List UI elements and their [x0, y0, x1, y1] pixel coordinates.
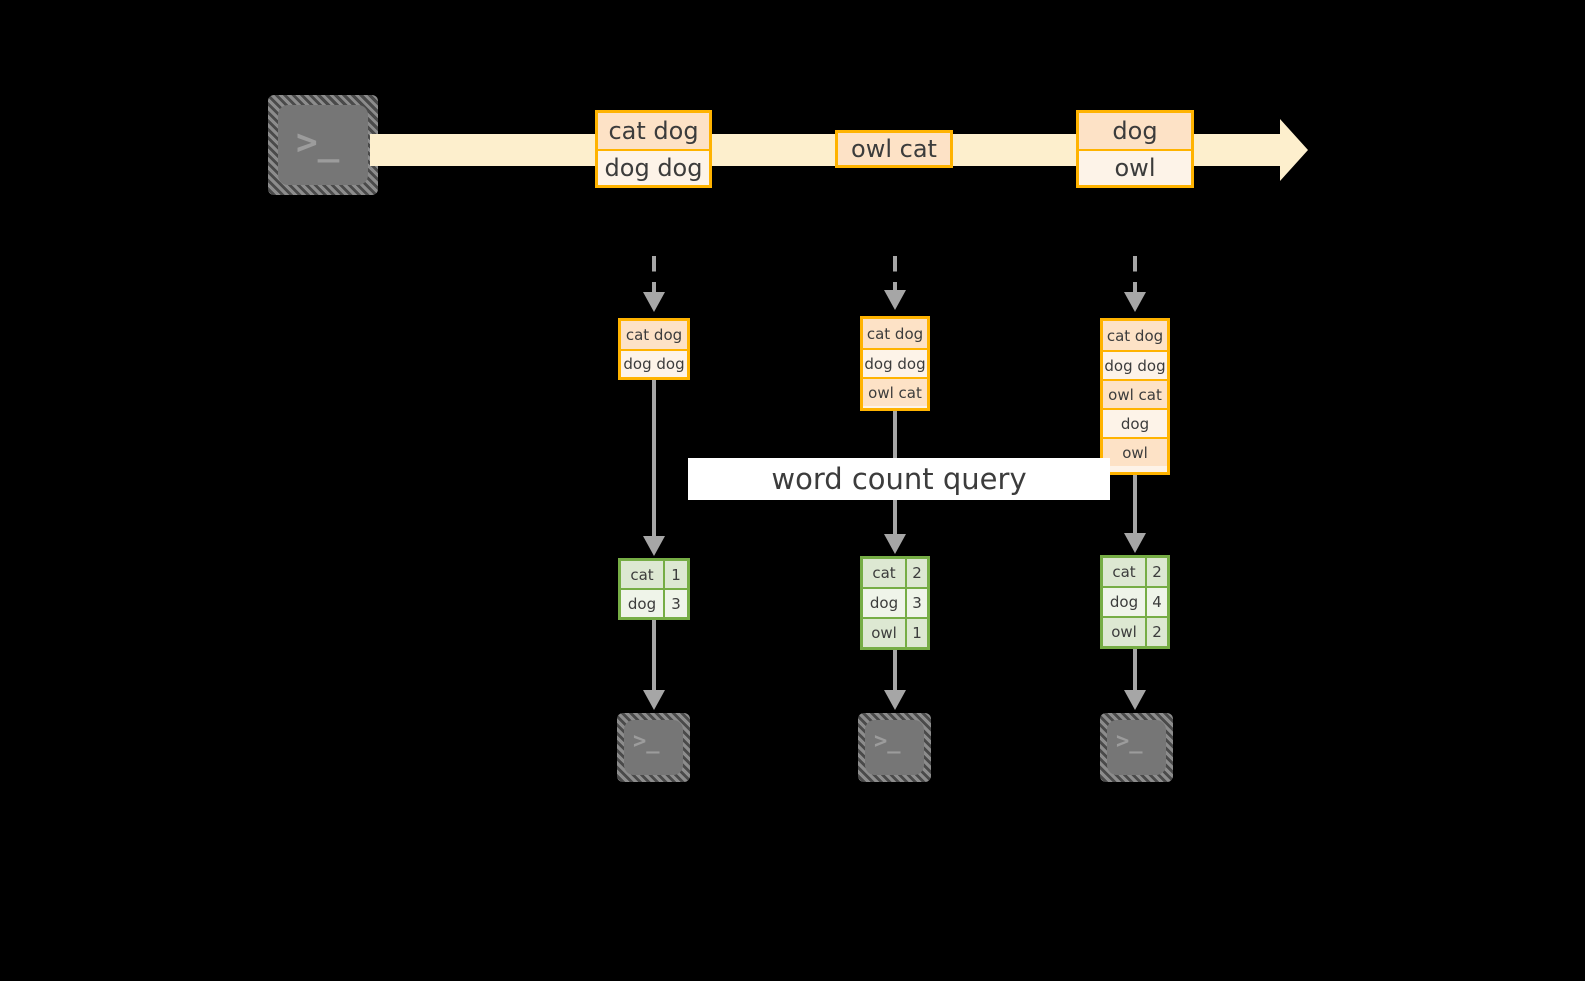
record-line: owl cat [838, 133, 950, 165]
sink-terminal-icon-1: >_ [617, 713, 690, 782]
table-cell-word: owl [863, 619, 905, 647]
snapshot-to-result-connector-3 [1133, 475, 1137, 537]
table-cell-word: dog [1103, 588, 1145, 616]
sink-terminal-icon-2: >_ [858, 713, 931, 782]
snapshot-to-result-connector-1 [652, 380, 656, 538]
result-table-3: cat 2 dog 4 owl 2 [1100, 555, 1170, 649]
snapshot-line: dog dog [863, 348, 927, 377]
snapshot-line: cat dog [1103, 321, 1167, 350]
table-cell-count: 1 [663, 561, 687, 588]
table-row: dog 3 [621, 588, 687, 617]
table-row: cat 2 [863, 559, 927, 587]
snapshot-line: owl cat [1103, 379, 1167, 408]
result-to-sink-arrowhead-2 [884, 690, 906, 710]
record-line: cat dog [598, 113, 709, 149]
sink-terminal-icon-3: >_ [1100, 713, 1173, 782]
stream-to-snapshot-arrowhead-2 [884, 290, 906, 310]
result-to-sink-connector-1 [652, 620, 656, 692]
snapshot-line: dog [1103, 408, 1167, 437]
stream-arrowhead-icon [1280, 119, 1308, 181]
result-table-1: cat 1 dog 3 [618, 558, 690, 620]
stream-to-snapshot-connector-3 [1133, 256, 1137, 294]
stream-to-snapshot-arrowhead-3 [1124, 292, 1146, 312]
snapshot-box-2: cat dog dog dog owl cat [860, 316, 930, 411]
table-row: dog 4 [1103, 586, 1167, 616]
table-row: dog 3 [863, 587, 927, 617]
stream-record-group-2: owl cat [835, 130, 953, 168]
record-line: dog dog [598, 149, 709, 185]
terminal-prompt-glyph: >_ [633, 729, 660, 754]
stream-to-snapshot-connector-1 [652, 256, 656, 294]
table-cell-count: 3 [905, 589, 927, 617]
stream-to-snapshot-arrowhead-1 [643, 292, 665, 312]
result-to-sink-arrowhead-1 [643, 690, 665, 710]
terminal-body [278, 105, 368, 185]
result-to-sink-connector-2 [893, 650, 897, 692]
table-cell-word: cat [863, 559, 905, 587]
table-cell-word: dog [863, 589, 905, 617]
snapshot-line: cat dog [863, 319, 927, 348]
terminal-prompt-glyph: >_ [1116, 729, 1143, 754]
snapshot-line: owl [1103, 437, 1167, 466]
snapshot-box-3: cat dog dog dog owl cat dog owl [1100, 318, 1170, 475]
snapshot-line: dog dog [621, 349, 687, 377]
snapshot-to-result-arrowhead-1 [643, 536, 665, 556]
snapshot-to-result-arrowhead-3 [1124, 533, 1146, 553]
table-cell-count: 2 [905, 559, 927, 587]
table-row: owl 2 [1103, 616, 1167, 646]
record-line: dog [1079, 113, 1191, 149]
query-label-band: word count query [688, 458, 1110, 500]
terminal-prompt-glyph: >_ [874, 729, 901, 754]
stream-to-snapshot-connector-2 [893, 256, 897, 294]
terminal-body [865, 720, 924, 775]
terminal-body [624, 720, 683, 775]
snapshot-line: dog dog [1103, 350, 1167, 379]
table-cell-count: 2 [1145, 618, 1167, 646]
result-to-sink-arrowhead-3 [1124, 690, 1146, 710]
terminal-prompt-glyph: >_ [296, 122, 340, 163]
snapshot-box-1: cat dog dog dog [618, 318, 690, 380]
source-terminal-icon: >_ [268, 95, 378, 195]
table-row: cat 2 [1103, 558, 1167, 586]
table-cell-count: 2 [1145, 558, 1167, 586]
record-line: owl [1079, 149, 1191, 185]
stream-record-group-1: cat dog dog dog [595, 110, 712, 188]
snapshot-to-result-arrowhead-2 [884, 534, 906, 554]
result-to-sink-connector-3 [1133, 649, 1137, 692]
table-row: cat 1 [621, 561, 687, 588]
table-cell-word: cat [621, 561, 663, 588]
table-row: owl 1 [863, 617, 927, 647]
table-cell-word: cat [1103, 558, 1145, 586]
terminal-body [1107, 720, 1166, 775]
table-cell-count: 4 [1145, 588, 1167, 616]
table-cell-word: dog [621, 590, 663, 617]
table-cell-count: 1 [905, 619, 927, 647]
stream-record-group-3: dog owl [1076, 110, 1194, 188]
table-cell-word: owl [1103, 618, 1145, 646]
table-cell-count: 3 [663, 590, 687, 617]
snapshot-line: cat dog [621, 321, 687, 349]
result-table-2: cat 2 dog 3 owl 1 [860, 556, 930, 650]
snapshot-line: owl cat [863, 377, 927, 406]
